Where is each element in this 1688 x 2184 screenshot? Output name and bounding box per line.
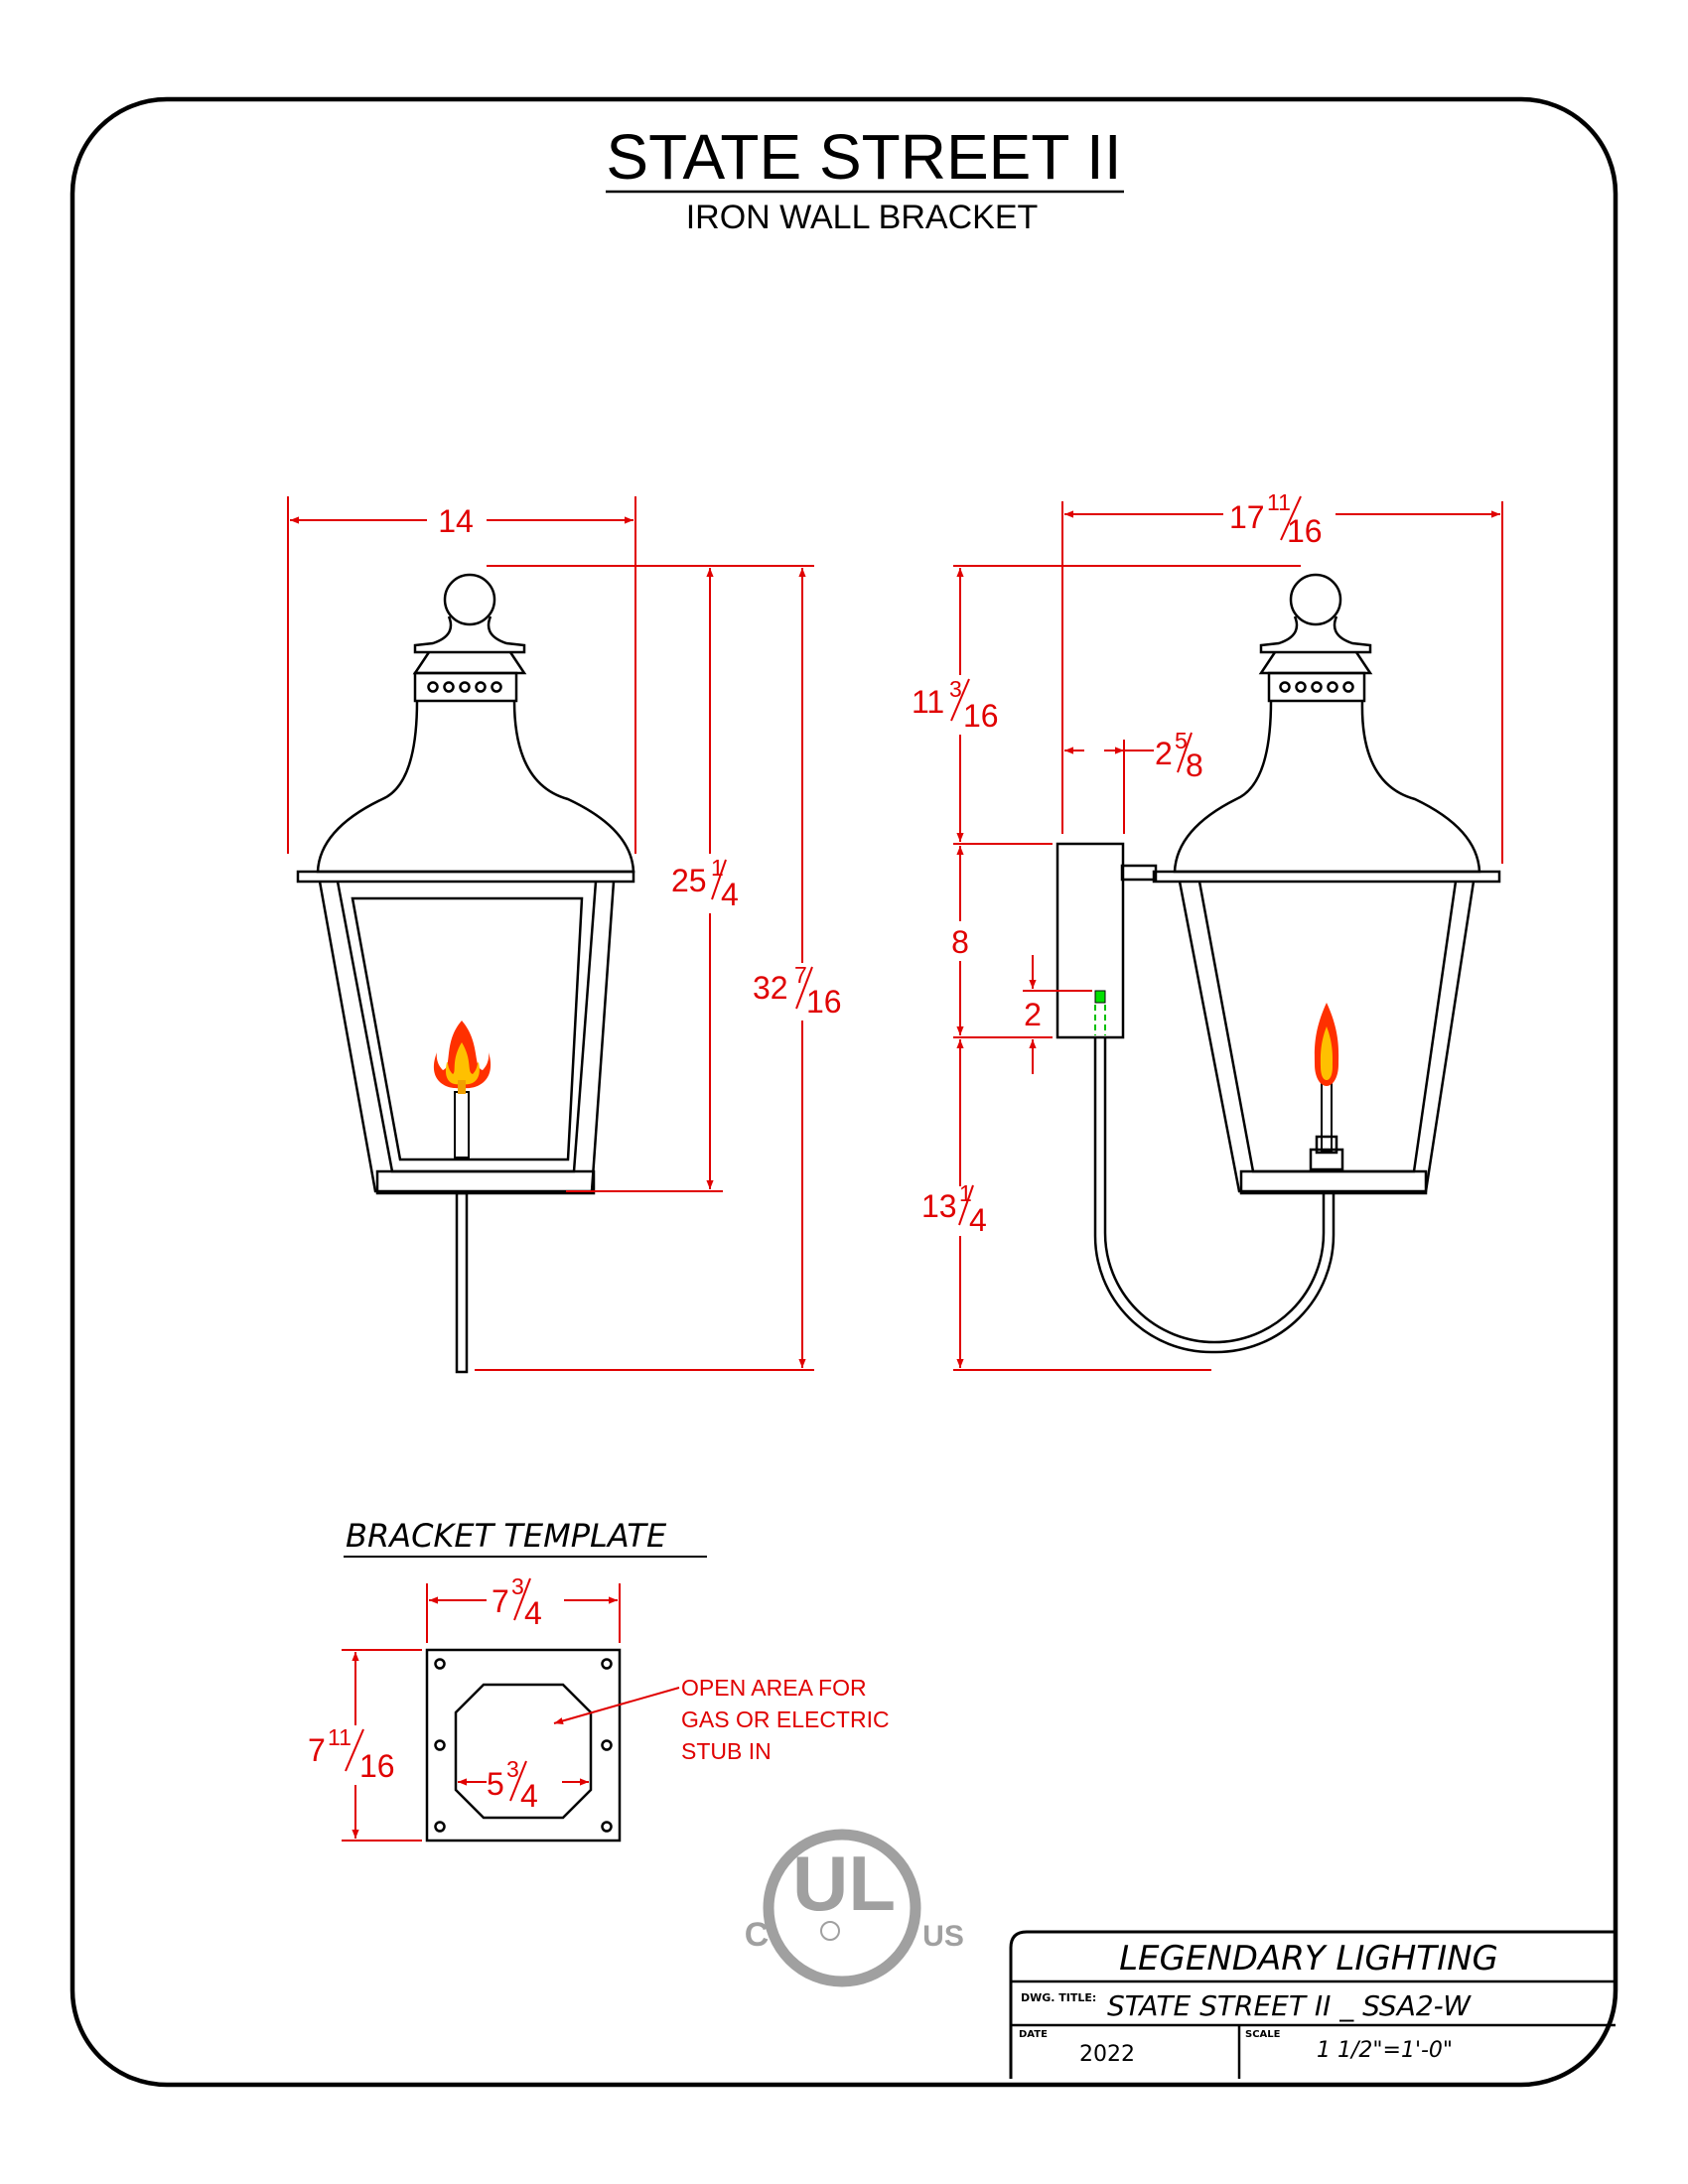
front-glass-panel <box>351 896 584 1161</box>
drawing-title: STATE STREET II <box>606 121 1121 193</box>
front-burner-tube <box>454 1091 470 1159</box>
side-dimensions: 17 11 16 11 3 16 8 13 1 4 <box>912 489 1503 1371</box>
front-view-lantern <box>296 573 635 1374</box>
front-hood <box>316 700 635 874</box>
front-flame <box>433 1021 492 1094</box>
svg-text:16: 16 <box>806 984 842 1020</box>
side-wall-bracket <box>1055 842 1125 1039</box>
svg-text:13: 13 <box>921 1188 957 1224</box>
template-width-dim: 7 3 4 <box>492 1573 542 1631</box>
drawing-subtitle: IRON WALL BRACKET <box>686 199 1039 236</box>
title-block: LEGENDARY LIGHTING DWG. TITLE: STATE STR… <box>1009 1930 1616 2079</box>
template-note-line-3: STUB IN <box>681 1738 772 1764</box>
svg-text:5: 5 <box>487 1766 504 1802</box>
svg-text:11: 11 <box>912 684 944 720</box>
template-note-line-1: OPEN AREA FOR <box>681 1675 867 1701</box>
front-dimensions: 14 25 1 4 32 7 16 <box>287 496 842 1371</box>
svg-text:11: 11 <box>1267 489 1291 515</box>
front-body-height-dim: 25 1 4 <box>671 855 739 912</box>
svg-text:3: 3 <box>511 1573 524 1599</box>
side-lantern-body <box>1178 881 1476 1193</box>
title-block-dwg-title: STATE STREET II _ SSA2-W <box>1107 1989 1472 2022</box>
sheet-border <box>70 96 1618 2088</box>
front-vent-band <box>413 671 518 703</box>
front-hood-rim <box>296 870 635 884</box>
svg-text:3: 3 <box>949 676 962 702</box>
front-wall-arm <box>455 1191 469 1374</box>
title-block-scale-label: SCALE <box>1245 2029 1281 2040</box>
template-note-line-2: GAS OR ELECTRIC <box>681 1706 890 1732</box>
svg-text:7: 7 <box>794 962 807 988</box>
svg-text:4: 4 <box>524 1595 542 1631</box>
side-bracket-outer-curve <box>1093 1037 1336 1354</box>
side-bracket-inner-curve <box>1103 1037 1326 1344</box>
bracket-template-heading: BRACKET TEMPLATE <box>346 1517 667 1555</box>
title-block-scale: 1 1/2"=1'-0" <box>1317 2038 1453 2063</box>
side-finial-ball <box>1289 573 1342 626</box>
title-block-date-label: DATE <box>1019 2029 1048 2040</box>
side-top-to-bracket-dim: 11 3 16 <box>912 676 999 734</box>
side-valve <box>1309 1148 1344 1171</box>
side-arm-connector <box>1120 864 1158 882</box>
template-plate-outline <box>425 1648 622 1843</box>
side-bracket-height-dim: 8 <box>951 924 969 960</box>
side-switch-indicator <box>1094 990 1106 1004</box>
svg-text:11: 11 <box>328 1724 352 1750</box>
side-vent-band <box>1267 671 1366 703</box>
side-bracket-to-bottom-dim: 13 1 4 <box>921 1180 987 1238</box>
side-hood <box>1173 700 1481 874</box>
svg-text:17: 17 <box>1229 499 1265 535</box>
front-finial-collar <box>413 615 526 654</box>
svg-text:7: 7 <box>492 1583 509 1619</box>
front-width-dim: 14 <box>438 503 474 539</box>
template-opening-dim: 5 3 4 <box>487 1756 538 1814</box>
side-burner-tube <box>1321 1081 1333 1153</box>
svg-text:4: 4 <box>969 1202 987 1238</box>
side-view-lantern <box>1055 573 1501 1354</box>
svg-text:16: 16 <box>963 698 999 734</box>
svg-text:3: 3 <box>506 1756 519 1782</box>
front-overall-height-dim: 32 7 16 <box>753 962 842 1020</box>
ul-outer-ring <box>763 1829 921 1987</box>
side-projection-dim: 17 11 16 <box>1229 489 1323 549</box>
svg-text:8: 8 <box>1186 748 1203 783</box>
template-open-area <box>454 1683 593 1820</box>
svg-text:2: 2 <box>1155 736 1173 771</box>
title-block-date: 2022 <box>1079 2042 1135 2067</box>
svg-text:16: 16 <box>359 1748 395 1784</box>
side-base <box>1239 1169 1428 1195</box>
ul-certification-logo: UL C US <box>745 1829 964 1987</box>
template-height-dim: 7 11 16 <box>308 1724 395 1784</box>
bracket-template-plate <box>425 1648 622 1843</box>
title-block-company: LEGENDARY LIGHTING <box>1119 1939 1498 1979</box>
side-flame <box>1314 1003 1339 1086</box>
side-hood-rim <box>1152 870 1501 884</box>
side-bracket-offset-dim: 2 5 8 <box>1155 728 1203 783</box>
front-finial-ball <box>443 573 496 626</box>
ul-right-mark: US <box>922 1920 964 1953</box>
side-stub-offset-dim: 2 <box>1024 997 1042 1032</box>
bracket-template-dimensions: 7 3 4 7 11 16 5 3 4 OPEN AREA FOR GAS OR… <box>308 1573 890 1842</box>
svg-text:16: 16 <box>1287 513 1323 549</box>
front-base <box>375 1169 596 1195</box>
svg-text:4: 4 <box>721 877 739 912</box>
ul-left-mark: C <box>745 1916 770 1954</box>
svg-text:4: 4 <box>520 1778 538 1814</box>
svg-text:32: 32 <box>753 970 788 1006</box>
svg-text:25: 25 <box>671 863 707 898</box>
svg-text:7: 7 <box>308 1732 326 1768</box>
front-lantern-body <box>318 881 616 1193</box>
title-block-dwg-label: DWG. TITLE: <box>1021 1991 1096 2004</box>
svg-text:5: 5 <box>1175 728 1188 753</box>
ul-letters: UL <box>792 1840 896 1927</box>
